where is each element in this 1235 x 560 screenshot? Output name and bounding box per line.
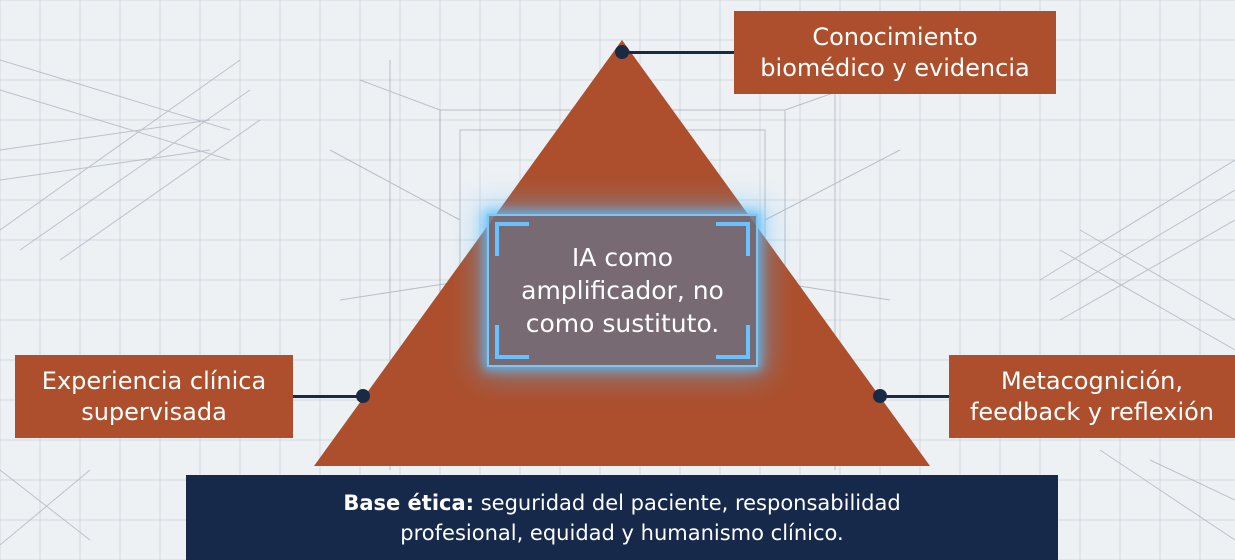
left-connector-line bbox=[293, 395, 363, 398]
base-bold-label: Base ética: bbox=[343, 490, 475, 515]
right-connector-line bbox=[880, 395, 949, 398]
corner-bracket-icon bbox=[495, 222, 529, 256]
label-metacognicion-text: Metacognición, feedback y reflexión bbox=[969, 366, 1215, 426]
label-conocimiento: Conocimiento biomédico y evidencia bbox=[734, 11, 1056, 94]
corner-bracket-icon bbox=[716, 325, 750, 359]
label-conocimiento-text: Conocimiento biomédico y evidencia bbox=[760, 22, 1030, 82]
right-connector-dot bbox=[873, 389, 887, 403]
label-experiencia-text: Experiencia clínica supervisada bbox=[41, 366, 267, 426]
base-etica-bar: Base ética: seguridad del paciente, resp… bbox=[186, 475, 1058, 560]
center-ia-box: IA como amplificador, no como sustituto. bbox=[487, 214, 758, 367]
top-connector-dot bbox=[615, 45, 629, 59]
base-line-1: Base ética: seguridad del paciente, resp… bbox=[343, 488, 900, 518]
center-ia-text: IA como amplificador, no como sustituto. bbox=[521, 243, 724, 338]
base-line-1-rest: seguridad del paciente, responsabilidad bbox=[474, 490, 901, 515]
base-line-2: profesional, equidad y humanismo clínico… bbox=[400, 520, 844, 545]
label-metacognicion: Metacognición, feedback y reflexión bbox=[949, 355, 1235, 438]
corner-bracket-icon bbox=[495, 325, 529, 359]
corner-bracket-icon bbox=[716, 222, 750, 256]
left-connector-dot bbox=[356, 389, 370, 403]
label-experiencia: Experiencia clínica supervisada bbox=[15, 355, 293, 438]
top-connector-line bbox=[622, 51, 734, 54]
